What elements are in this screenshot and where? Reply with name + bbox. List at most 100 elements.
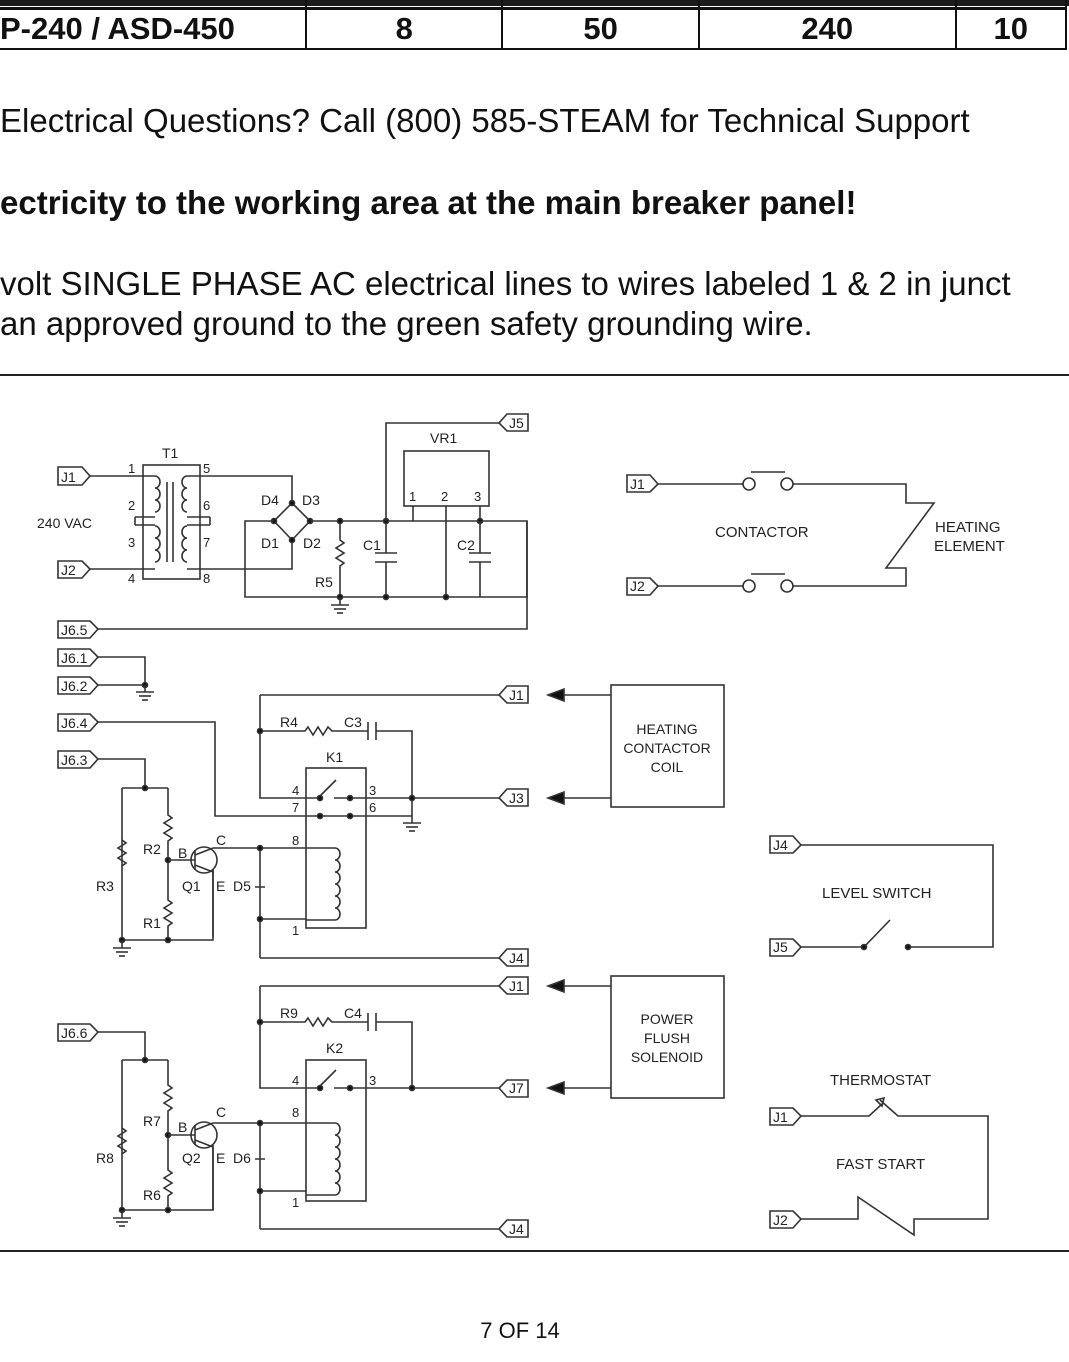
svg-text:VR1: VR1 (430, 430, 457, 446)
relay-K1: K1 4 7 3 6 8 1 (292, 749, 376, 938)
value-cell: 10 (954, 7, 1068, 50)
connector-J6.3: J6.3 (57, 750, 100, 769)
connector-J6.5: J6.5 (57, 620, 100, 639)
svg-text:J6.3: J6.3 (61, 752, 88, 768)
svg-text:2: 2 (441, 489, 448, 504)
contactor-label: CONTACTOR (715, 524, 809, 541)
svg-text:6: 6 (369, 800, 376, 815)
svg-text:J4: J4 (509, 950, 524, 966)
svg-text:4: 4 (128, 571, 135, 586)
supply-voltage-label: 240 VAC (37, 515, 92, 531)
svg-text:E: E (216, 878, 225, 894)
svg-text:J2: J2 (630, 578, 645, 594)
wiring-schematic: J1 J2 240 VAC T1 1 2 3 4 5 6 7 8 D4 D3 D… (37, 413, 1005, 1238)
capacitor-C2: C2 (457, 521, 491, 597)
thermostat-label: THERMOSTAT (830, 1072, 931, 1089)
svg-text:1: 1 (128, 461, 135, 476)
fast-start-label: FAST START (836, 1156, 925, 1173)
label-R7: R7 (143, 1113, 161, 1129)
svg-text:J6.1: J6.1 (61, 650, 88, 666)
label-D5: D5 (233, 878, 251, 894)
transistor-Q2: B C E Q2 (168, 1104, 260, 1210)
label-R4: R4 (280, 714, 298, 730)
svg-text:J1: J1 (630, 476, 645, 492)
capacitor-C1: C1 (363, 521, 397, 597)
svg-text:3: 3 (474, 489, 481, 504)
connector-J3: J3 (497, 788, 529, 807)
svg-text:5: 5 (203, 461, 210, 476)
svg-text:J7: J7 (509, 1080, 524, 1096)
svg-text:J6.5: J6.5 (61, 622, 88, 638)
connector-J2-supply: J2 (57, 560, 92, 579)
svg-text:8: 8 (292, 1105, 299, 1120)
connector-J4-level: J4 (769, 835, 803, 854)
power-flush-solenoid-box: POWER FLUSH SOLENOID (610, 975, 725, 1099)
label-R9: R9 (280, 1005, 298, 1021)
svg-text:B: B (178, 1119, 187, 1135)
level-switch-label: LEVEL SWITCH (822, 885, 931, 902)
svg-text:D2: D2 (303, 535, 321, 551)
svg-text:D1: D1 (261, 535, 279, 551)
svg-text:C1: C1 (363, 537, 381, 553)
contactor-switches (658, 471, 936, 593)
svg-text:1: 1 (409, 489, 416, 504)
heating-element-label: ELEMENT (934, 538, 1005, 555)
svg-text:E: E (216, 1150, 225, 1166)
svg-text:3: 3 (128, 535, 135, 550)
instruction-line-2: an approved ground to the green safety g… (0, 305, 813, 342)
svg-text:R5: R5 (315, 574, 333, 590)
relay-K2: K2 4 3 8 1 (292, 1040, 376, 1210)
svg-text:8: 8 (292, 833, 299, 848)
value-cell: 8 (305, 7, 504, 50)
label-R3: R3 (96, 878, 114, 894)
label-R2: R2 (143, 841, 161, 857)
connector-J7: J7 (497, 1079, 529, 1098)
svg-text:7: 7 (203, 535, 210, 550)
svg-text:Q1: Q1 (182, 878, 201, 894)
svg-text:K1: K1 (326, 749, 343, 765)
svg-text:HEATING: HEATING (636, 721, 697, 737)
svg-text:J1: J1 (773, 1109, 788, 1125)
arrow-icon (545, 790, 611, 806)
transformer-T1: T1 1 2 3 4 5 6 7 8 (128, 445, 211, 586)
svg-text:C: C (216, 832, 226, 848)
heating-contactor-coil-box: HEATING CONTACTOR COIL (610, 684, 725, 808)
svg-text:4: 4 (292, 783, 299, 798)
svg-text:COIL: COIL (651, 759, 684, 775)
resistor-R5: R5 (315, 521, 346, 597)
connector-J1-k2: J1 (497, 976, 529, 995)
svg-text:J1: J1 (509, 687, 524, 703)
svg-text:J5: J5 (509, 415, 524, 431)
regulator-VR1: VR1 1 2 3 (403, 430, 490, 507)
connector-J6.2: J6.2 (57, 676, 100, 695)
model-cell: P-240 / ASD-450 (0, 7, 308, 50)
page-number: 7 OF 14 (480, 1318, 560, 1343)
connector-J4-k1: J4 (497, 948, 529, 967)
arrow-icon (545, 978, 611, 994)
connector-J2-faststart: J2 (769, 1210, 803, 1229)
arrow-icon (545, 1080, 611, 1096)
svg-text:J4: J4 (773, 837, 788, 853)
connector-J6.1: J6.1 (57, 648, 100, 667)
thermostat-switch (801, 1096, 989, 1237)
svg-text:SOLENOID: SOLENOID (631, 1049, 703, 1065)
svg-text:4: 4 (292, 1073, 299, 1088)
connector-J4-k2: J4 (497, 1219, 529, 1238)
spec-table-row: P-240 / ASD-450 8 50 240 10 (0, 7, 1068, 50)
svg-text:T1: T1 (162, 445, 179, 461)
connector-J1-contactor: J1 (626, 474, 660, 493)
svg-text:J3: J3 (509, 790, 524, 806)
svg-text:3: 3 (369, 783, 376, 798)
spec-table: P-240 / ASD-450 8 50 240 10 (0, 0, 1068, 50)
svg-text:C: C (216, 1104, 226, 1120)
svg-text:8: 8 (203, 571, 210, 586)
svg-text:J6.6: J6.6 (61, 1025, 88, 1041)
svg-text:1: 1 (292, 923, 299, 938)
svg-text:FLUSH: FLUSH (644, 1030, 690, 1046)
svg-text:J1: J1 (61, 469, 76, 485)
support-line: Electrical Questions? Call (800) 585-STE… (0, 102, 970, 139)
label-C4: C4 (344, 1005, 362, 1021)
svg-text:C2: C2 (457, 537, 475, 553)
svg-text:6: 6 (203, 498, 210, 513)
connector-J1-thermostat: J1 (769, 1107, 803, 1126)
